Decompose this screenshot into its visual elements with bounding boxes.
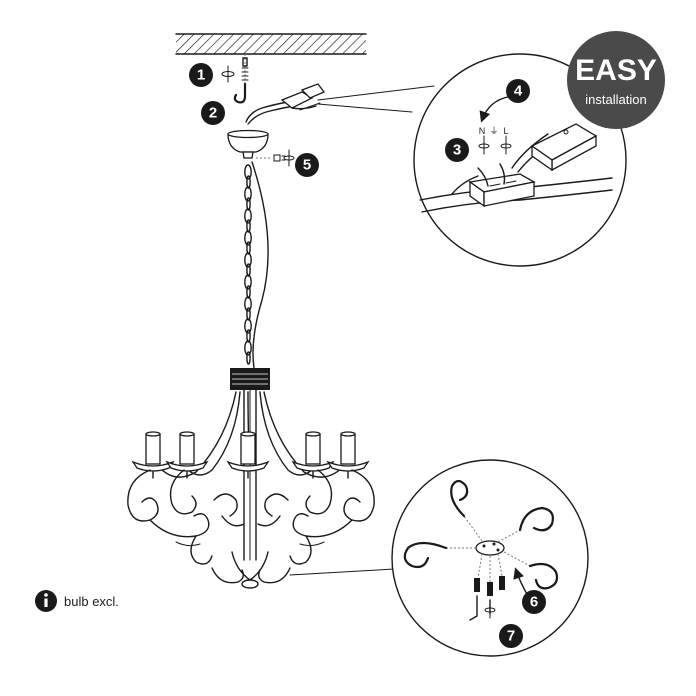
step-marker-1: 1	[189, 63, 213, 87]
svg-text:3: 3	[453, 142, 461, 159]
step-marker-3: 3	[445, 138, 469, 162]
chain-link	[246, 351, 251, 365]
svg-text:6: 6	[530, 594, 538, 611]
chandelier	[127, 368, 375, 589]
svg-text:4: 4	[514, 83, 523, 100]
chain-link	[246, 307, 251, 321]
svg-text:5: 5	[303, 157, 311, 174]
candle-holder	[326, 431, 370, 479]
chain-link	[244, 208, 252, 224]
chain	[244, 161, 269, 369]
step-marker-2: 2	[201, 101, 225, 125]
chain-link	[244, 274, 252, 290]
chain-link	[244, 252, 252, 268]
callout-leaders	[289, 85, 435, 576]
bulb-note-text: bulb excl.	[64, 594, 119, 609]
chain-link	[246, 197, 251, 211]
ceiling-hook-assembly	[221, 54, 249, 104]
arm-assembly-callout	[391, 459, 589, 657]
candle-holder	[131, 431, 175, 479]
scrollwork	[127, 469, 375, 589]
svg-text:2: 2	[209, 105, 217, 122]
step-marker-7: 7	[499, 624, 523, 648]
chain-link	[246, 241, 251, 255]
wire-label-neutral: N	[479, 126, 486, 136]
badge-subtitle: installation	[585, 92, 646, 107]
bulb-note: bulb excl.	[35, 590, 119, 612]
svg-text:1: 1	[197, 67, 205, 84]
chain-link	[244, 296, 252, 312]
chain-link	[244, 164, 252, 180]
candle-holder	[291, 431, 335, 479]
chain-link	[246, 175, 251, 189]
chain-link	[246, 263, 251, 277]
chain-link	[244, 186, 252, 202]
step-marker-5: 5	[295, 153, 319, 177]
canopy-wiring	[245, 83, 326, 125]
chain-link	[244, 318, 252, 334]
chain-link	[246, 285, 251, 299]
canopy	[227, 129, 295, 167]
wire-label-earth: ⏚	[489, 126, 498, 136]
badge-circle	[567, 31, 665, 129]
easy-installation-badge: EASY installation	[567, 31, 665, 129]
chain-link	[246, 329, 251, 343]
badge-title: EASY	[575, 54, 657, 87]
candle-holder	[165, 431, 209, 479]
wiring-detail-callout: N ⏚ L	[413, 53, 627, 267]
chain-link	[246, 219, 251, 233]
step-markers: 1 2 3 4 5 6 7	[189, 63, 546, 648]
chain-link	[244, 340, 252, 356]
ceiling	[175, 33, 367, 55]
candle-holder	[226, 431, 270, 479]
svg-text:7: 7	[507, 628, 515, 645]
step-marker-4: 4	[506, 79, 530, 103]
wire-label-live: L	[503, 126, 508, 136]
chain-link	[244, 230, 252, 246]
info-icon	[35, 590, 57, 612]
step-marker-6: 6	[522, 590, 546, 614]
